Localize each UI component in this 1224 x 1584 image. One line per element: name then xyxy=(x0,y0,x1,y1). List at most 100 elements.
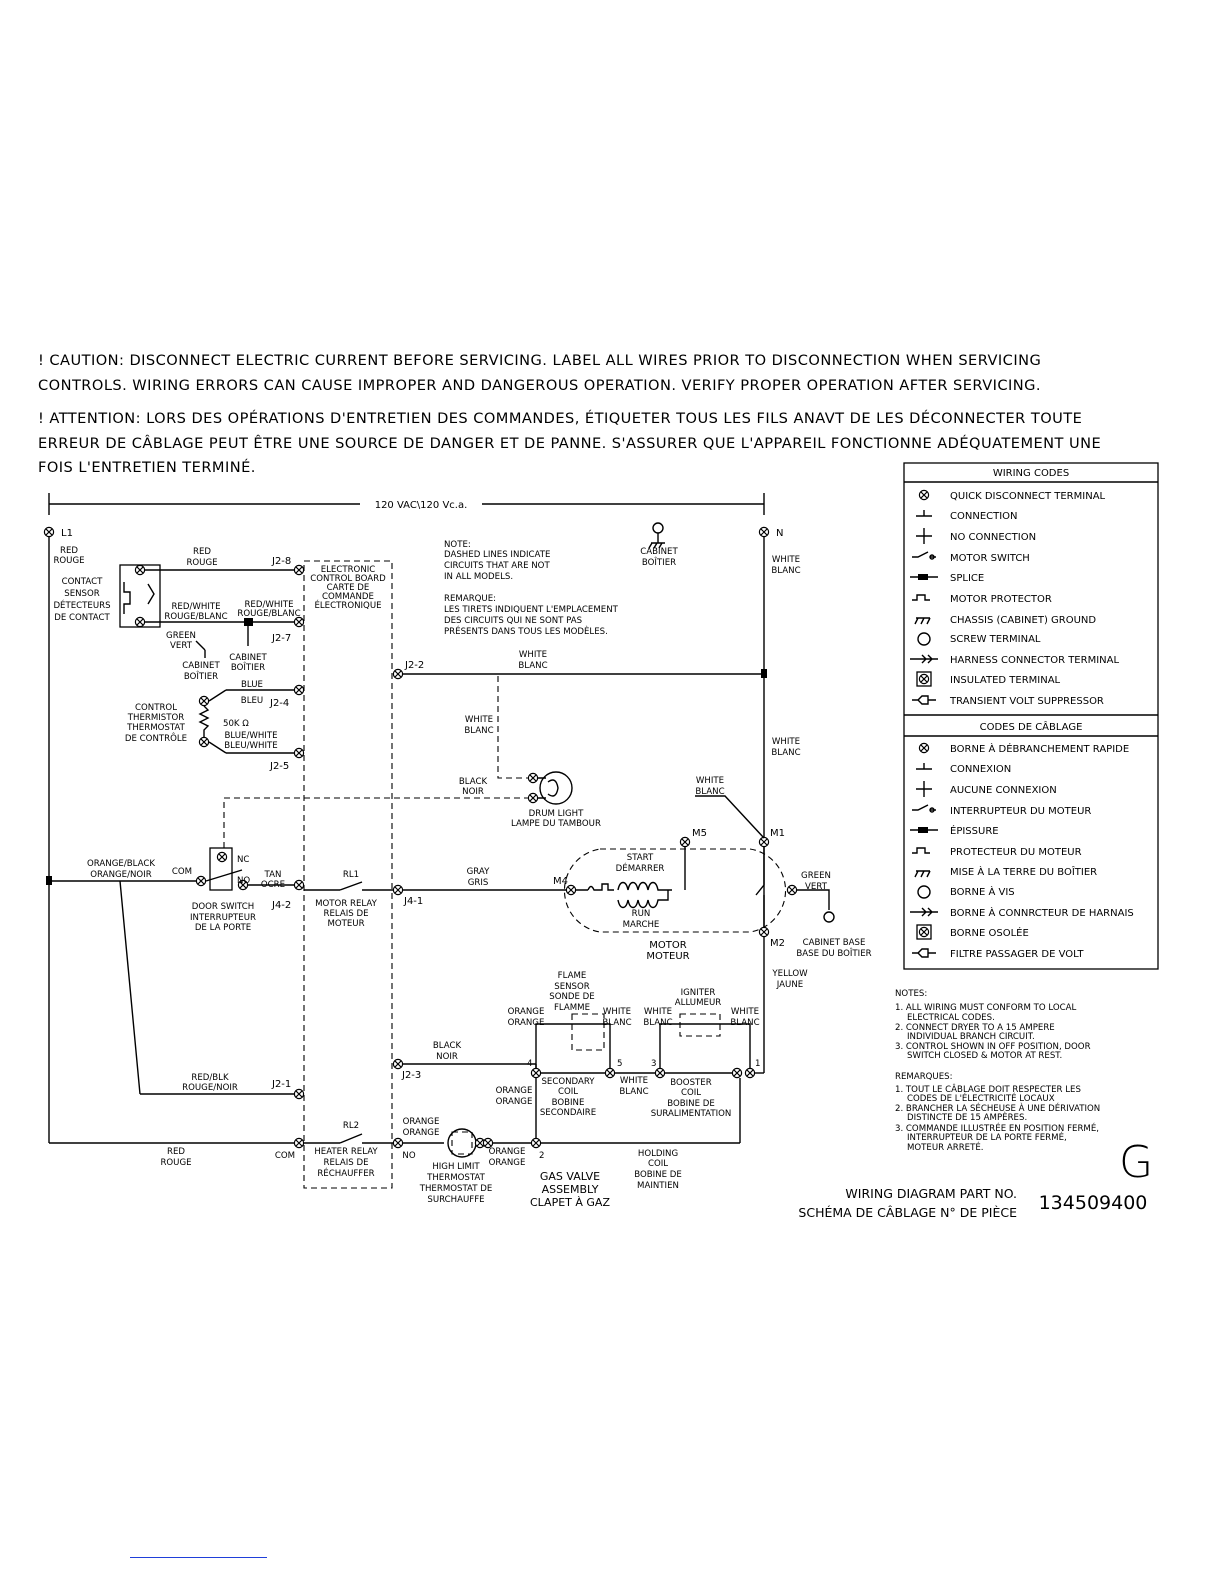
svg-text:SENSOR: SENSOR xyxy=(64,589,100,599)
svg-text:BLANC: BLANC xyxy=(771,748,800,758)
svg-text:BOBINE DE: BOBINE DE xyxy=(634,1170,682,1180)
svg-text:J2-4: J2-4 xyxy=(269,698,289,709)
svg-text:DÉMARRER: DÉMARRER xyxy=(616,862,665,874)
svg-text:DE CONTACT: DE CONTACT xyxy=(54,613,110,623)
svg-text:MOTOR RELAY: MOTOR RELAY xyxy=(315,899,377,909)
svg-text:DE CONTRÔLE: DE CONTRÔLE xyxy=(125,732,187,744)
svg-text:BLEU/WHITE: BLEU/WHITE xyxy=(224,741,277,751)
svg-text:HEATER RELAY: HEATER RELAY xyxy=(314,1147,378,1157)
svg-text:PROTECTEUR DU MOTEUR: PROTECTEUR DU MOTEUR xyxy=(950,847,1082,858)
svg-text:PRÉSENTS DANS TOUS LES MODÈLES: PRÉSENTS DANS TOUS LES MODÈLES. xyxy=(444,625,608,637)
svg-text:NOTES:: NOTES: xyxy=(895,989,927,999)
svg-text:CONNEXION: CONNEXION xyxy=(950,764,1011,775)
svg-text:MOTEUR: MOTEUR xyxy=(646,951,689,962)
svg-text:WHITE: WHITE xyxy=(772,737,800,747)
svg-text:ROUGE/NOIR: ROUGE/NOIR xyxy=(182,1083,238,1093)
svg-text:CABINET BASE: CABINET BASE xyxy=(803,938,866,948)
svg-text:NO: NO xyxy=(402,1151,415,1161)
svg-text:MISE À LA TERRE DU BOÎTIER: MISE À LA TERRE DU BOÎTIER xyxy=(950,865,1097,878)
svg-text:CONTROL: CONTROL xyxy=(135,703,177,713)
svg-text:SONDE DE: SONDE DE xyxy=(549,992,594,1002)
svg-text:CONTACT: CONTACT xyxy=(62,577,104,587)
svg-text:COIL: COIL xyxy=(681,1088,701,1098)
notes-french: REMARQUES: 1. TOUT LE CÂBLAGE DOIT RESPE… xyxy=(895,1072,1100,1153)
svg-text:VERT: VERT xyxy=(805,882,828,892)
wiring-codes-title: WIRING CODES xyxy=(993,468,1069,479)
svg-text:WHITE: WHITE xyxy=(465,715,493,725)
svg-text:NO: NO xyxy=(237,876,250,886)
svg-text:3: 3 xyxy=(651,1059,656,1069)
svg-text:CABINET: CABINET xyxy=(182,661,220,671)
svg-text:DISTINCTE DE 15 AMPÈRES.: DISTINCTE DE 15 AMPÈRES. xyxy=(907,1111,1027,1123)
svg-text:COM: COM xyxy=(172,867,192,877)
svg-text:BOBINE DE: BOBINE DE xyxy=(667,1099,715,1109)
note-block: NOTE: DASHED LINES INDICATE CIRCUITS THA… xyxy=(444,540,619,637)
svg-text:CABINET: CABINET xyxy=(640,547,678,557)
svg-text:IGNITER: IGNITER xyxy=(681,988,716,998)
svg-text:DE LA PORTE: DE LA PORTE xyxy=(195,923,251,933)
svg-text:WHITE: WHITE xyxy=(620,1076,648,1086)
svg-text:CHASSIS (CABINET) GROUND: CHASSIS (CABINET) GROUND xyxy=(950,615,1096,626)
ecb-label-1: ELECTRONIC xyxy=(321,565,376,575)
svg-text:ROUGE/BLANC: ROUGE/BLANC xyxy=(164,612,227,622)
svg-text:ORANGE: ORANGE xyxy=(489,1158,526,1168)
svg-text:J4-2: J4-2 xyxy=(271,900,291,911)
svg-text:ORANGE: ORANGE xyxy=(496,1086,533,1096)
svg-text:MOTOR: MOTOR xyxy=(649,940,686,951)
svg-text:RED: RED xyxy=(167,1147,185,1157)
svg-text:RL2: RL2 xyxy=(343,1121,359,1131)
svg-text:THERMISTOR: THERMISTOR xyxy=(127,713,185,723)
ecb-label-4: COMMANDE xyxy=(322,592,374,602)
svg-text:QUICK DISCONNECT TERMINAL: QUICK DISCONNECT TERMINAL xyxy=(950,491,1106,502)
svg-text:SENSOR: SENSOR xyxy=(554,982,590,992)
svg-text:BOÎTIER: BOÎTIER xyxy=(642,556,676,568)
svg-text:SURALIMENTATION: SURALIMENTATION xyxy=(651,1109,732,1119)
svg-text:COIL: COIL xyxy=(648,1159,668,1169)
svg-text:BLUE/WHITE: BLUE/WHITE xyxy=(224,731,277,741)
svg-text:INTERRUPTEUR: INTERRUPTEUR xyxy=(190,913,256,923)
svg-text:NOIR: NOIR xyxy=(436,1052,458,1062)
part-number: 134509400 xyxy=(1039,1192,1148,1214)
svg-text:CODES DE L'ÉLECTRICITÉ LOCAUX: CODES DE L'ÉLECTRICITÉ LOCAUX xyxy=(907,1092,1055,1104)
svg-text:MOTEUR: MOTEUR xyxy=(327,919,364,929)
j2-1-circuit: RED/BLK ROUGE/NOIR J2-1 xyxy=(140,1073,305,1100)
svg-text:JAUNE: JAUNE xyxy=(776,980,803,990)
svg-text:BORNE À CONNRCTEUR DE HARNAIS: BORNE À CONNRCTEUR DE HARNAIS xyxy=(950,906,1134,919)
svg-text:3. CONTROL SHOWN IN OFF POSITI: 3. CONTROL SHOWN IN OFF POSITION, DOOR xyxy=(895,1042,1091,1052)
bottom-link-underline[interactable] xyxy=(130,1557,267,1558)
svg-text:NC: NC xyxy=(237,855,249,865)
j2-2-circuit: J2-2 WHITE BLANC WHITE BLANC BLACK NOIR xyxy=(223,650,764,848)
svg-text:ORANGE: ORANGE xyxy=(489,1147,526,1157)
svg-text:RELAIS DE: RELAIS DE xyxy=(323,1158,368,1168)
svg-text:HIGH LIMIT: HIGH LIMIT xyxy=(432,1162,480,1172)
svg-text:RUN: RUN xyxy=(632,909,651,919)
codes-cablage-title: CODES DE CÂBLAGE xyxy=(980,720,1083,733)
svg-text:ORANGE: ORANGE xyxy=(508,1018,545,1028)
svg-text:FILTRE PASSAGER DE VOLT: FILTRE PASSAGER DE VOLT xyxy=(950,949,1084,960)
voltage-dimension: 120 VAC\120 Vc.a. xyxy=(48,493,765,515)
svg-text:BORNE OSOLÉE: BORNE OSOLÉE xyxy=(950,926,1029,939)
svg-text:ROUGE: ROUGE xyxy=(186,558,217,568)
svg-text:BLANC: BLANC xyxy=(771,566,800,576)
svg-text:MARCHE: MARCHE xyxy=(623,920,660,930)
svg-text:MOTOR PROTECTOR: MOTOR PROTECTOR xyxy=(950,594,1052,605)
svg-text:LAMPE DU TAMBOUR: LAMPE DU TAMBOUR xyxy=(511,819,601,829)
svg-text:NO CONNECTION: NO CONNECTION xyxy=(950,532,1036,543)
svg-text:INTERRUPTEUR DU MOTEUR: INTERRUPTEUR DU MOTEUR xyxy=(950,806,1091,817)
legend-items-en: QUICK DISCONNECT TERMINAL CONNECTION NO … xyxy=(910,489,1119,707)
heater-circuit: RED ROUGE COM RL2 HEATER RELAY RELAIS DE… xyxy=(49,1117,542,1205)
wiring-codes-legend: WIRING CODES CODES DE CÂBLAGE QUICK DISC… xyxy=(903,462,1159,970)
svg-text:ELECTRICAL CODES.: ELECTRICAL CODES. xyxy=(907,1013,995,1023)
svg-text:IN ALL MODELS.: IN ALL MODELS. xyxy=(444,572,513,582)
svg-text:BOBINE: BOBINE xyxy=(552,1098,585,1108)
svg-text:BLEU: BLEU xyxy=(241,696,263,706)
svg-text:RL1: RL1 xyxy=(343,870,359,880)
svg-text:BLANC: BLANC xyxy=(619,1087,648,1097)
svg-text:RELAIS DE: RELAIS DE xyxy=(323,909,368,919)
svg-text:1. ALL WIRING MUST CONFORM TO: 1. ALL WIRING MUST CONFORM TO LOCAL xyxy=(895,1003,1077,1013)
svg-text:THERMOSTAT: THERMOSTAT xyxy=(426,1173,486,1183)
svg-text:RED/BLK: RED/BLK xyxy=(191,1073,229,1083)
svg-text:BOÎTIER: BOÎTIER xyxy=(184,670,218,682)
svg-text:GRAY: GRAY xyxy=(467,867,490,877)
